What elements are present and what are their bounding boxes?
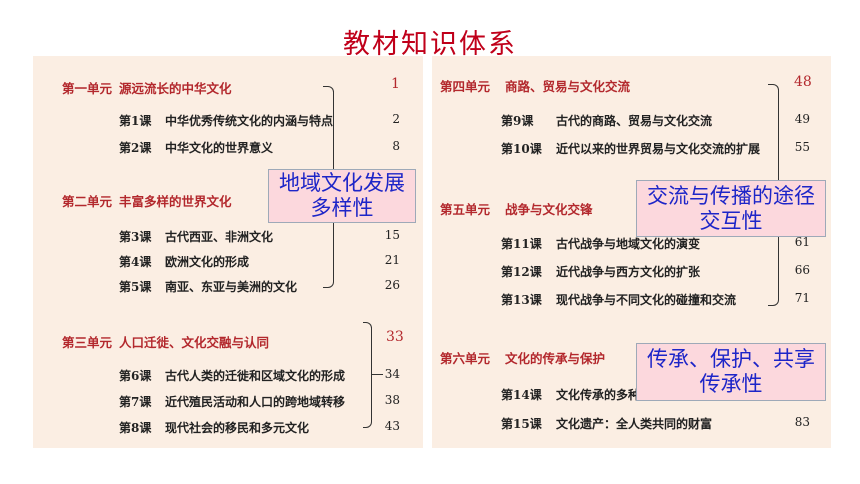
unit-2-name: 丰富多样的世界文化 [119,194,232,209]
lesson-11-num: 第11课 [501,237,542,251]
lesson-6-num: 第6课 [119,369,152,383]
callout-exchange-line1: 交流与传播的途径 [647,183,815,208]
lesson-4-num: 第4课 [119,255,152,269]
callout-diversity-line2: 多样性 [310,196,374,220]
lesson-15-num: 第15课 [501,417,542,431]
unit-3-page: 33 [386,329,404,345]
lesson-5-name: 南亚、东亚与美洲的文化 [165,280,298,294]
page-title: 教材知识体系 [343,29,517,60]
lesson-2-name: 中华文化的世界意义 [165,141,274,155]
lesson-10-num: 第10课 [501,142,542,156]
lesson-15-page: 83 [794,415,810,429]
lesson-12-page: 66 [794,263,810,277]
lesson-13-page: 71 [794,291,810,305]
unit-2-label: 第二单元 [62,194,113,209]
lesson-7-page: 38 [384,393,400,407]
callout-heritage-line1: 传承、保护、共享 [647,347,815,371]
lesson-12-name: 近代战争与西方文化的扩张 [556,265,701,279]
lesson-3-page: 15 [384,228,400,242]
lesson-3-num: 第3课 [119,230,152,244]
lesson-9-page: 49 [794,112,810,126]
callout-heritage-line2: 传承性 [699,372,763,396]
lesson-7-name: 近代殖民活动和人口的跨地域转移 [165,395,346,409]
lesson-15-name: 文化遗产：全人类共同的财富 [556,417,713,431]
lesson-5-page: 26 [384,278,400,292]
lesson-12-num: 第12课 [501,265,542,279]
bracket-tick [371,374,383,375]
unit-6-name: 文化的传承与保护 [505,351,606,366]
unit-1-name: 源远流长的中华文化 [119,81,232,96]
lesson-4-name: 欧洲文化的形成 [165,255,250,269]
callout-exchange: 交流与传播的途径 交互性 [636,180,826,237]
contents-panel-left: 第一单元 源远流长的中华文化 1 第1课 中华优秀传统文化的内涵与特点 2 第2… [33,56,423,448]
callout-exchange-line2: 交互性 [699,208,763,233]
unit-5-name: 战争与文化交锋 [505,202,593,217]
lesson-2-num: 第2课 [119,141,152,155]
unit-3-label: 第三单元 [62,335,113,350]
unit-5-label: 第五单元 [440,202,491,217]
lesson-10-name: 近代以来的世界贸易与文化交流的扩展 [556,142,761,156]
lesson-8-name: 现代社会的移民和多元文化 [165,421,310,435]
unit-6-label: 第六单元 [440,351,491,366]
lesson-7-num: 第7课 [119,395,152,409]
lesson-9-name: 古代的商路、贸易与文化交流 [556,114,713,128]
unit-1-label: 第一单元 [62,81,113,96]
lesson-11-name: 古代战争与地域文化的演变 [556,237,701,251]
callout-diversity: 地域文化发展 多样性 [268,169,416,223]
unit-3-name: 人口迁徙、文化交融与认同 [119,335,270,350]
unit-4-name: 商路、贸易与文化交流 [505,79,631,94]
lesson-6-name: 古代人类的迁徙和区域文化的形成 [165,369,346,383]
callout-diversity-line1: 地域文化发展 [279,171,405,195]
lesson-10-page: 55 [794,140,810,154]
lesson-1-name: 中华优秀传统文化的内涵与特点 [165,114,334,128]
callout-heritage: 传承、保护、共享 传承性 [636,343,826,401]
lesson-4-page: 21 [384,253,400,267]
lesson-8-page: 43 [384,419,400,433]
lesson-13-name: 现代战争与不同文化的碰撞和交流 [556,293,737,307]
lesson-14-num: 第14课 [501,388,542,402]
unit-4-page: 48 [794,74,812,90]
lesson-3-name: 古代西亚、非洲文化 [165,230,274,244]
lesson-1-num: 第1课 [119,114,152,128]
lesson-1-page: 2 [392,112,400,126]
lesson-13-num: 第13课 [501,293,542,307]
bracket-unit-3 [363,322,372,428]
unit-1-page: 1 [391,76,400,92]
lesson-2-page: 8 [392,139,400,153]
lesson-9-num: 第9课 [501,114,534,128]
lesson-5-num: 第5课 [119,280,152,294]
unit-4-label: 第四单元 [440,79,491,94]
lesson-6-page: 34 [384,367,400,381]
lesson-11-page: 61 [794,235,810,249]
lesson-8-num: 第8课 [119,421,152,435]
